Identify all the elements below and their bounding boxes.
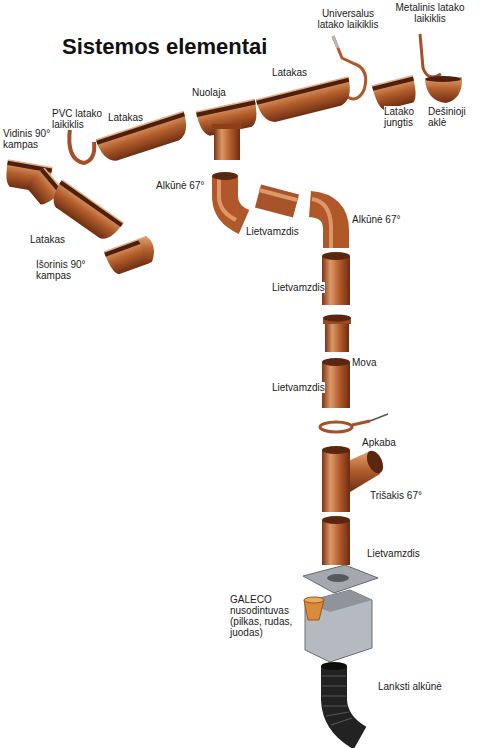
part-label: Nuolaja <box>192 87 226 98</box>
part-label: Lietvamzdis <box>367 548 420 559</box>
part-label: Lietvamzdis <box>272 382 325 393</box>
part-label: Lanksti alkūnė <box>378 681 442 692</box>
part-label: Alkūnė 67° <box>156 180 204 191</box>
title: Sistemos elementai <box>62 34 267 60</box>
part-label: Vidinis 90° kampas <box>3 128 59 150</box>
part-label: Latakas <box>272 67 307 78</box>
part-label: Latako jungtis <box>384 106 424 128</box>
part-label: Metalinis latako laikiklis <box>394 2 466 24</box>
part-label: Mova <box>352 357 376 368</box>
part-label: Lietvamzdis <box>246 226 299 237</box>
part-label: Trišakis 67° <box>370 490 422 501</box>
part-label: Alkūnė 67° <box>352 214 400 225</box>
part-label: GALECO nusodintuvas (pilkas, rudas, juod… <box>230 594 300 638</box>
part-label: Išorinis 90° kampas <box>36 259 98 281</box>
part-label: Universalus latako laikiklis <box>312 8 384 30</box>
part-label: Lietvamzdis <box>272 282 325 293</box>
part-label: Apkaba <box>362 437 396 448</box>
part-label: Latakas <box>30 234 65 245</box>
part-label: Latakas <box>108 112 143 123</box>
part-label: PVC latako laikiklis <box>52 108 108 130</box>
part-label: Dešinioji aklė <box>428 106 474 128</box>
